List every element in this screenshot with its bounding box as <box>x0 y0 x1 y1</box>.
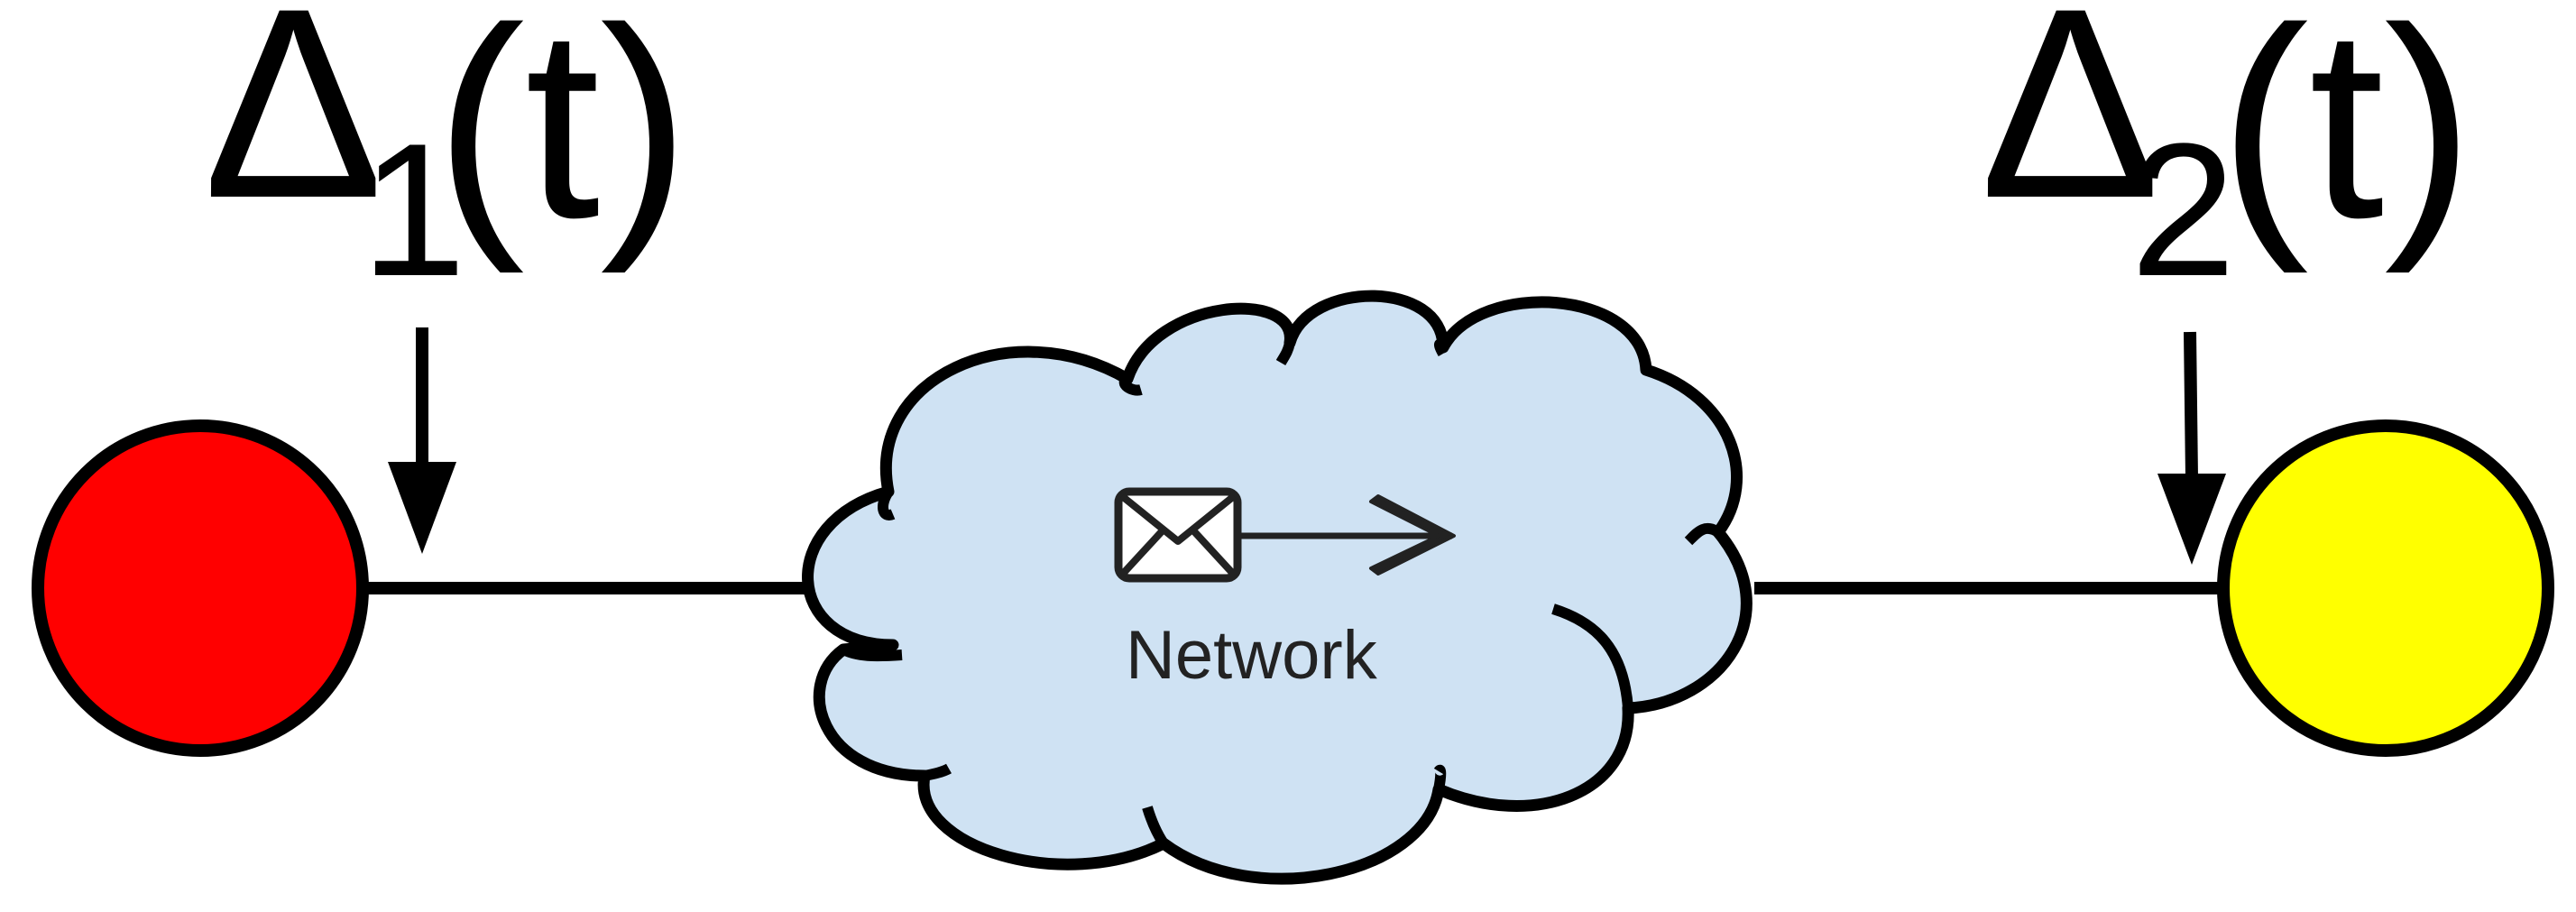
left-down-arrow <box>388 327 456 554</box>
cloud-inner-arc <box>1275 341 1295 366</box>
cloud-inner-arc <box>1142 806 1169 847</box>
right-delta-subscript: 2 <box>2130 104 2236 316</box>
cloud-inner-arc <box>1551 603 1633 709</box>
cloud-shape <box>802 290 1753 885</box>
left-delta-argument: (t) <box>435 0 690 276</box>
envelope-icon <box>1114 487 1242 583</box>
cloud-inner-arc <box>878 488 896 520</box>
cloud-icon <box>802 290 1753 885</box>
cloud-inner-arc <box>1434 338 1449 356</box>
left-delta-subscript: 1 <box>361 104 466 316</box>
left-delay-label: Δ 1 (t) <box>203 0 690 316</box>
cloud-inner-arc <box>1118 373 1143 396</box>
right-node <box>2217 419 2554 757</box>
right-delta-symbol: Δ <box>1980 0 2160 254</box>
cloud-inner-arc <box>841 644 903 662</box>
network-label: Network <box>1126 617 1378 694</box>
cloud-inner-arc <box>1684 522 1722 546</box>
right-arrow-icon <box>1241 494 1456 576</box>
right-down-arrow <box>2157 331 2226 565</box>
right-delta-argument: (t) <box>2219 0 2474 276</box>
cloud-inner-arc <box>923 763 952 781</box>
left-node <box>32 419 369 757</box>
right-delay-label: Δ 2 (t) <box>1980 0 2474 316</box>
left-delta-symbol: Δ <box>203 0 383 254</box>
